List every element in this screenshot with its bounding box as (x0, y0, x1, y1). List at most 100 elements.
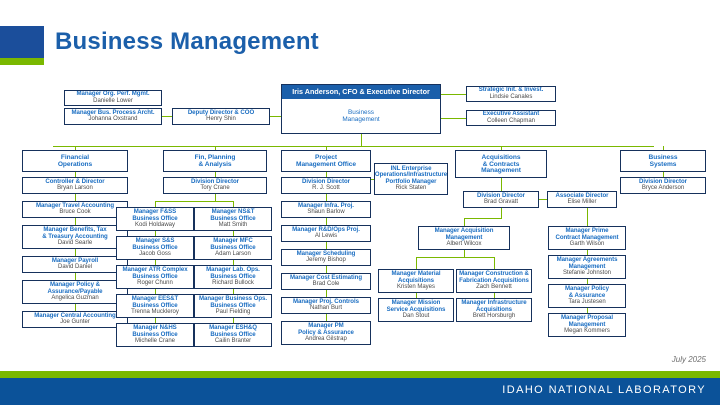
box-acq-right-item-0[interactable]: Manager Construction &Fabrication Acquis… (456, 269, 532, 293)
footer-org-name: IDAHO NATIONAL LABORATORY (502, 384, 706, 396)
connector (501, 178, 502, 191)
box-person-name: Zach Bennett (476, 284, 512, 291)
connector (155, 231, 156, 236)
connector (587, 208, 588, 226)
connector (494, 257, 495, 269)
box-person-name: Colleen Chapman (486, 117, 536, 124)
box-person-name: Roger Chunn (137, 280, 173, 287)
box-title: Manager Scheduling (296, 249, 356, 257)
box-financial-operations-item-1[interactable]: Manager Benefits, Tax& Treasury Accounti… (22, 225, 128, 249)
connector (416, 257, 417, 269)
box-person-name: Joe Gunter (60, 319, 90, 326)
box-title: Manager Construction &Fabrication Acquis… (459, 270, 529, 284)
box-person-name: Kristen Mayes (396, 284, 435, 291)
connector (587, 279, 588, 284)
connector (155, 201, 156, 207)
connector (162, 116, 172, 117)
box-pmo-item-0[interactable]: Manager Infra. Proj.Shaun Barlow (281, 201, 371, 218)
box-person-name: Megan Kommers (564, 328, 610, 335)
connector (215, 194, 216, 201)
connector (75, 273, 76, 280)
connector (233, 289, 234, 294)
connector (215, 146, 216, 150)
connector (663, 172, 664, 177)
staff-box-strategic-init-invest[interactable]: Strategic Init. & Invest.Lindsie Canales (466, 86, 556, 102)
box-title: Manager Central Accounting (34, 311, 116, 319)
staff-box-bus-process-archt[interactable]: Manager Bus. Process Archt.Johanna Oxstr… (64, 108, 162, 125)
page-title: Business Management (55, 28, 319, 55)
connector (75, 194, 76, 201)
box-person-name: Bryce Anderson (641, 185, 685, 192)
box-title: Manager R&D/Ops Proj. (292, 225, 360, 233)
box-person-name: Angelica Guzman (51, 295, 99, 302)
group-box-fin-planning-analysis[interactable]: Fin, Planning& Analysis (163, 150, 267, 172)
staff-box-org-perf-mgmt[interactable]: Manager Org. Perf. Mgmt.Danielle Lower (64, 90, 162, 106)
connector (539, 199, 547, 200)
connector (501, 146, 502, 150)
box-pmo-item-1[interactable]: Manager R&D/Ops Proj.Al Lewis (281, 225, 371, 242)
box-person-name: Brad Cole (312, 281, 340, 288)
connector (441, 94, 466, 95)
connector (326, 242, 327, 249)
box-person-name: Andrea Gilstrap (305, 336, 347, 343)
box-person-name: Jacob Goss (139, 251, 171, 258)
box-person-name: Richard Bullock (212, 280, 254, 287)
box-person-name: Paul Fielding (215, 309, 251, 316)
box-person-name: Bruce Cook (59, 209, 91, 216)
connector (326, 146, 327, 150)
box-person-name: Henry Shin (206, 116, 236, 123)
box-title: Manager Org. Perf. Mgmt. (76, 90, 150, 98)
connector (416, 293, 417, 298)
connector (501, 208, 502, 218)
box-title: Executive Assistant (482, 110, 540, 118)
box-person-name: Al Lewis (314, 233, 338, 240)
